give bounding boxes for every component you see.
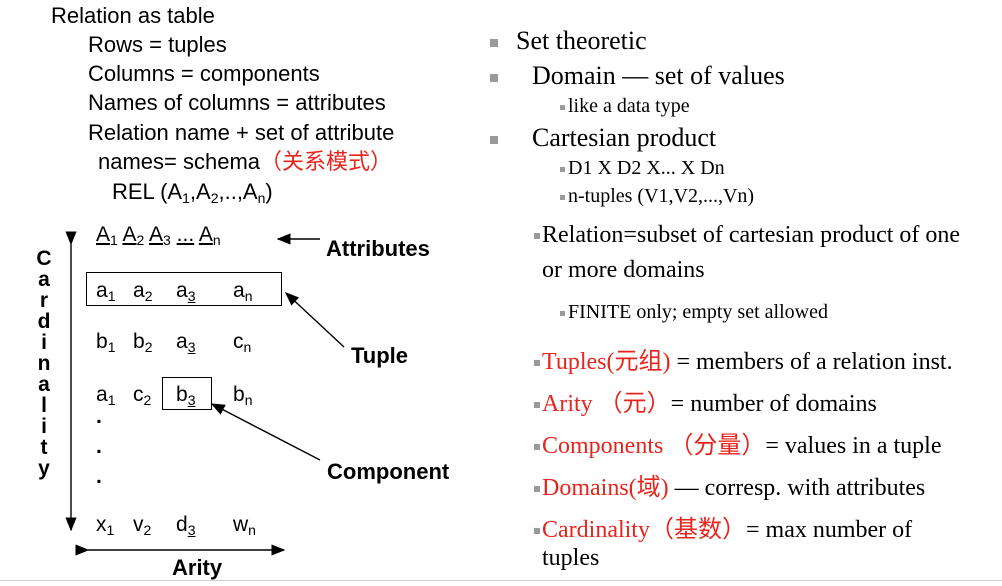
tuple-arrow [284,292,345,348]
sub-bullet-data-type: like a data type [560,95,690,118]
ellipsis-dot: . [96,465,102,488]
schema-label: names= schema [98,149,261,174]
bullet-square-icon [560,194,565,200]
schema-line: names= schema（关系模式） [98,151,392,173]
bullet-square-icon [560,166,565,172]
arity-label: Arity [172,555,223,580]
left-line-4: Names of columns = attributes [88,90,386,115]
bullet-square-icon [534,402,540,409]
left-line-1: Relation as table [51,3,215,28]
bullet-square-icon [490,136,498,145]
cardinality-label: C a r d i n a l i t y [36,247,52,480]
component-box [162,377,212,410]
cardinality-cont: tuples [542,545,600,571]
attribute-header: A1 A2 A3 ... An [96,223,221,248]
ellipsis-dot: . [96,405,102,428]
bullet-square-icon [534,528,540,535]
rel-schema: REL (A1,A2,..,An) [112,179,273,206]
sub-bullet-finite: FINITE only; empty set allowed [560,301,828,324]
tuple-box [86,272,282,306]
left-line-3: Columns = components [88,61,320,86]
bullet-square-icon [560,310,565,316]
bullet-tuples: Tuples(元组) = members of a relation inst. [534,341,953,376]
bullet-square-icon [534,360,540,367]
relation-cont: or more domains [542,257,705,283]
tuple-label: Tuple [351,343,409,368]
bottom-divider [0,580,1002,581]
bullet-domain: Domain — set of values [490,61,785,91]
left-line-2: Rows = tuples [88,32,227,57]
sub-bullet-d1d2: D1 X D2 X... X Dn [560,157,725,180]
bullet-square-icon [490,39,498,48]
bullet-square-icon [560,104,565,110]
bullet-square-icon [534,486,540,493]
bullet-arity: Arity （元）= number of domains [534,383,877,418]
attributes-label: Attributes [326,236,430,261]
bullet-domains: Domains(域) — corresp. with attributes [534,467,925,502]
bullet-cartesian: Cartesian product [490,123,716,153]
schema-cn: （关系模式） [260,149,393,174]
bullet-cardinality: Cardinality（基数）= max number of [534,509,912,544]
bullet-square-icon [534,444,540,451]
bullet-square-icon [534,233,540,240]
bullet-square-icon [490,74,498,83]
component-arrow [210,403,321,461]
bullet-set-theoretic: Set theoretic [490,26,647,56]
bullet-relation: Relation=subset of cartesian product of … [534,222,960,249]
left-line-5: Relation name + set of attribute [88,120,395,145]
bullet-components: Components （分量）= values in a tuple [534,425,942,460]
sub-bullet-ntuples: n-tuples (V1,V2,...,Vn) [560,185,754,208]
ellipsis-dot: . [96,435,102,458]
component-label: Component [327,459,450,484]
